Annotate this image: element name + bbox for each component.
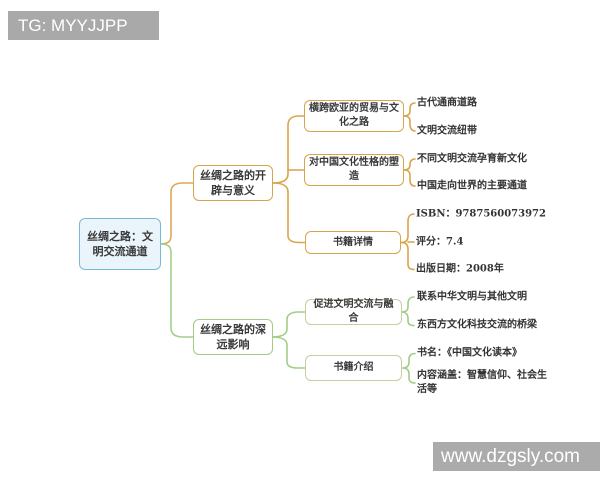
leaf-node[interactable]: 古代通商道路 bbox=[417, 97, 477, 109]
node-book-intro[interactable]: 书籍介绍 bbox=[305, 355, 402, 381]
leaf-connector bbox=[401, 311, 415, 327]
tg-watermark-badge: TG: MYYJJPP bbox=[8, 11, 159, 40]
node-root[interactable]: 丝绸之路：文明交流通道 bbox=[79, 218, 161, 270]
leaf-node[interactable]: 文明交流纽带 bbox=[417, 125, 477, 137]
node-book-details[interactable]: 书籍详情 bbox=[305, 231, 401, 254]
leaf-connector bbox=[400, 213, 415, 244]
node-promote-exchange[interactable]: 促进文明交流与融合 bbox=[305, 299, 402, 325]
root-branch1-connector bbox=[159, 182, 194, 245]
leaf-connector bbox=[403, 169, 416, 187]
leaf-connector bbox=[403, 102, 416, 117]
node-branch-2[interactable]: 丝绸之路的深远影响 bbox=[193, 319, 273, 355]
leaf-connector bbox=[403, 115, 416, 132]
branch1-child1-connector bbox=[272, 115, 305, 184]
node-branch-1[interactable]: 丝绸之路的开辟与意义 bbox=[193, 165, 273, 201]
branch2-child2-connector bbox=[271, 336, 306, 369]
leaf-node[interactable]: ISBN：9787560073972 bbox=[416, 208, 546, 220]
leaf-node[interactable]: 东西方文化科技交流的桥梁 bbox=[417, 319, 537, 331]
leaf-connector bbox=[400, 241, 415, 271]
leaf-connector bbox=[402, 352, 416, 369]
branch1-child3-connector bbox=[272, 182, 306, 244]
leaf-connector bbox=[403, 158, 416, 171]
leaf-node[interactable]: 不同文明交流孕育新文化 bbox=[417, 153, 527, 165]
leaf-node[interactable]: 联系中华文明与其他文明 bbox=[417, 291, 527, 303]
leaf-node[interactable]: 书名：《中国文化读本》 bbox=[417, 347, 522, 359]
node-shaping-chinese-culture[interactable]: 对中国文化性格的塑造 bbox=[304, 154, 404, 186]
branch2-child1-connector bbox=[271, 311, 306, 338]
leaf-connector bbox=[401, 296, 415, 313]
node-trade-culture-road[interactable]: 横跨欧亚的贸易与文化之路 bbox=[304, 100, 404, 132]
leaf-node[interactable]: 出版日期：2008年 bbox=[416, 263, 504, 275]
leaf-node[interactable]: 评分：7.4 bbox=[416, 236, 464, 248]
leaf-connector bbox=[402, 367, 416, 384]
site-watermark: www.dzgsly.com bbox=[433, 442, 600, 471]
root-branch2-connector bbox=[159, 243, 194, 338]
leaf-node[interactable]: 中国走向世界的主要通道 bbox=[417, 180, 527, 192]
leaf-node[interactable]: 内容涵盖：智慧信仰、社会生活等 bbox=[417, 370, 547, 395]
